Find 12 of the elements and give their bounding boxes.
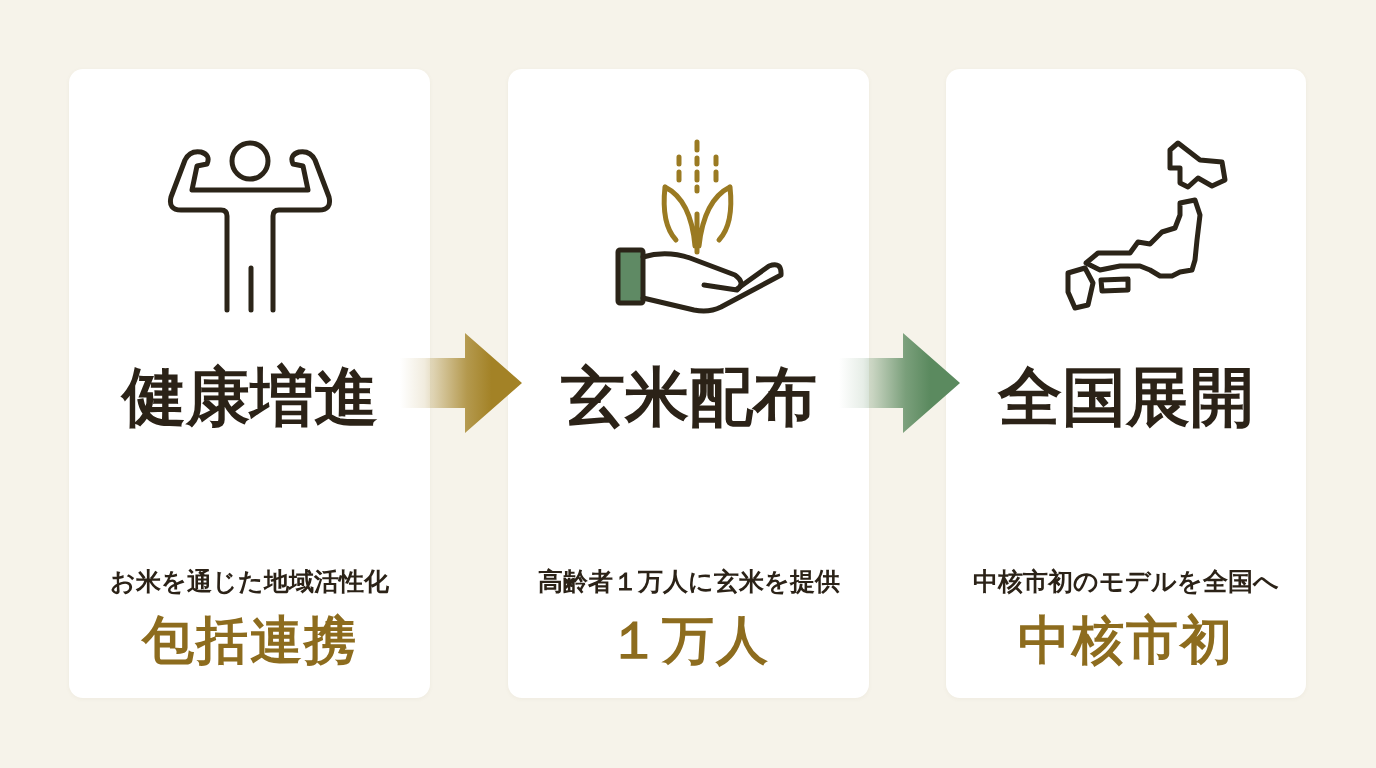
highlight-figure: 包括連携 [141, 609, 358, 671]
highlight-figure: 中核市初 [1018, 609, 1234, 671]
step-title: 全国展開 [998, 358, 1254, 436]
highlight-figure: １万人 [607, 609, 770, 671]
step-card [69, 69, 430, 698]
step-description: お米を通じた地域活性化 [110, 566, 389, 598]
step-title: 玄米配布 [560, 358, 817, 436]
step-card [946, 69, 1306, 698]
step-description: 中核市初のモデルを全国へ [973, 566, 1279, 598]
step-description: 高齢者１万人に玄米を提供 [537, 566, 840, 598]
step-card [508, 69, 869, 698]
step-title: 健康増進 [121, 358, 378, 436]
